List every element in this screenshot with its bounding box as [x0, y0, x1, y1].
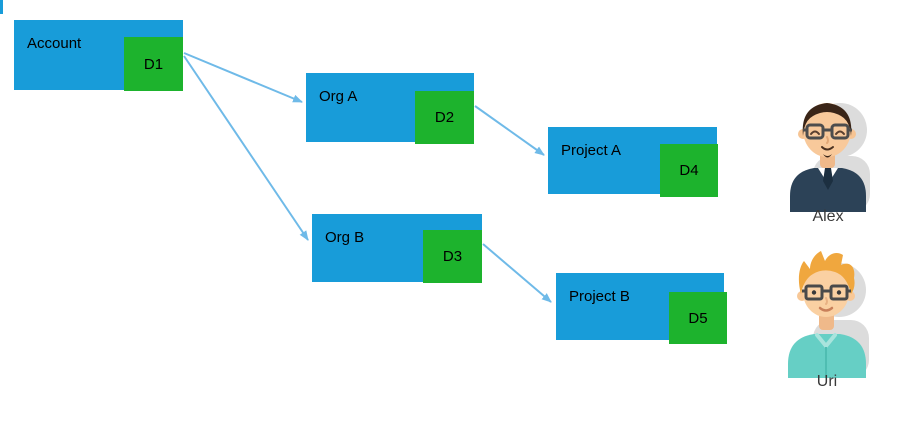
uri-hair — [798, 251, 855, 294]
node-account-label: Account — [27, 35, 82, 52]
node-org-b-label: Org B — [325, 229, 365, 246]
alex-smile — [821, 146, 834, 151]
uri-glasses-icon — [802, 284, 851, 301]
node-project-b-label: Project B — [569, 288, 630, 305]
alex-goatee — [823, 154, 832, 158]
badge-d3: D3 — [423, 230, 482, 283]
edge-account-org-a — [183, 52, 303, 103]
clipped-shape — [0, 0, 3, 14]
alex-glasses-icon — [803, 123, 852, 140]
badge-d1-label: D1 — [143, 55, 164, 73]
alex-tie — [823, 168, 833, 190]
uri-eye-left — [811, 290, 817, 295]
badge-d4: D4 — [660, 144, 718, 197]
uri-smile — [818, 306, 834, 312]
avatar-alex-image — [790, 103, 870, 212]
edge-org-a-project-a — [474, 105, 545, 156]
badge-d5-label: D5 — [688, 309, 708, 327]
uri-eye-right — [836, 290, 842, 295]
node-project-a-label: Project A — [561, 142, 622, 159]
uri-collar — [815, 333, 837, 350]
node-org-a-label: Org A — [319, 88, 358, 105]
alex-hair — [802, 103, 852, 136]
edge-account-org-b — [183, 55, 309, 241]
alex-nose — [826, 136, 829, 144]
user-name-alex: Alex — [812, 208, 844, 225]
badge-d2: D2 — [415, 91, 474, 144]
badge-d5: D5 — [669, 292, 727, 344]
badge-d3-label: D3 — [442, 248, 463, 265]
edge-org-b-project-b — [482, 243, 552, 303]
badge-d2-label: D2 — [434, 109, 455, 126]
user-name-uri: Uri — [816, 373, 838, 390]
badge-d4-label: D4 — [679, 162, 699, 179]
uri-nose — [825, 297, 828, 305]
avatar-uri-image — [788, 251, 869, 378]
alex-closed-eyes — [810, 130, 845, 135]
badge-d1: D1 — [124, 37, 183, 91]
